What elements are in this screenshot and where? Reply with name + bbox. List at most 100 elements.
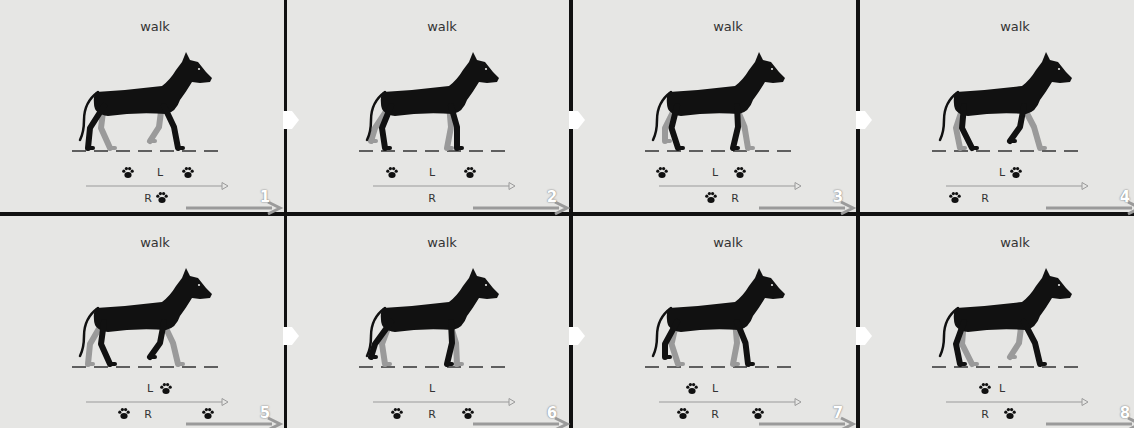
paw-toe: [464, 170, 467, 173]
paw-icon: [202, 408, 214, 419]
right-label: R: [981, 409, 989, 420]
right-label: R: [428, 409, 436, 420]
right-label: R: [981, 193, 989, 204]
paw-toe: [708, 192, 711, 195]
left-label: L: [429, 167, 435, 178]
dog-body: [94, 52, 212, 116]
progress-line: [759, 207, 845, 210]
paw-toe: [988, 386, 991, 389]
dog-foot: [178, 146, 183, 150]
sequence-pointer: [569, 111, 585, 129]
timeline-head: [1082, 399, 1088, 406]
dog-leg: [665, 322, 677, 357]
progress-line: [186, 207, 272, 210]
paw-icon: [1010, 167, 1022, 178]
gait-title: walk: [140, 20, 170, 33]
panel-background: [860, 216, 1134, 428]
paw-toe: [166, 383, 169, 386]
paw-toe: [737, 167, 740, 170]
sequence-pointer: [856, 111, 872, 129]
paw-toe: [122, 170, 125, 173]
paw-icon: [979, 383, 991, 394]
dog-foot: [371, 355, 376, 359]
dog-foot: [150, 355, 155, 359]
panel-art: [72, 268, 280, 428]
gait-title: walk: [1000, 236, 1030, 249]
gait-title: walk: [427, 20, 457, 33]
dog-leg: [101, 322, 110, 364]
paw-toe: [211, 411, 214, 414]
step-number: 4: [1120, 190, 1130, 205]
dog-foot: [733, 362, 738, 366]
paw-toe: [208, 408, 211, 411]
dog-leg: [451, 106, 457, 148]
paw-pad: [466, 172, 473, 178]
left-label: L: [147, 383, 153, 394]
dog-foot: [748, 362, 753, 366]
paw-icon: [686, 383, 698, 394]
progress-line: [759, 423, 845, 426]
paw-toe: [118, 411, 121, 414]
dog-leg: [956, 322, 964, 364]
paw-toe: [160, 386, 163, 389]
dog-body: [667, 52, 785, 116]
paw-icon: [156, 192, 168, 203]
dog-leg: [1010, 106, 1024, 141]
ground-line: [645, 150, 799, 152]
progress-line: [1046, 207, 1132, 210]
paw-toe: [982, 383, 985, 386]
paw-pad: [707, 197, 714, 203]
sequence-pointer: [283, 111, 299, 129]
paw-toe: [686, 411, 689, 414]
paw-icon: [734, 167, 746, 178]
paw-toe: [711, 192, 714, 195]
dog-leg: [672, 106, 679, 148]
dog-eye: [485, 68, 487, 70]
timeline-line: [373, 402, 509, 403]
paw-pad: [184, 172, 191, 178]
dog-eye: [485, 284, 487, 286]
paw-toe: [127, 411, 130, 414]
dog-foot: [665, 355, 670, 359]
paw-toe: [131, 170, 134, 173]
paw-toe: [162, 192, 165, 195]
timeline-head: [509, 183, 515, 190]
paw-toe: [128, 167, 131, 170]
paw-pad: [204, 413, 211, 419]
progress-line: [186, 423, 272, 426]
timeline-head: [795, 183, 801, 190]
dog-foot: [110, 146, 115, 150]
timeline-head: [795, 399, 801, 406]
timeline-head: [1082, 183, 1088, 190]
panel-background: [287, 216, 569, 428]
dog-foot: [665, 139, 670, 143]
dog-leg: [962, 106, 972, 148]
dog-body: [94, 268, 212, 332]
sequence-pointer: [569, 327, 585, 345]
dog-body: [381, 52, 499, 116]
paw-pad: [981, 388, 988, 394]
paw-pad: [688, 388, 695, 394]
timeline-line: [946, 186, 1082, 187]
left-label: L: [429, 383, 435, 394]
paw-toe: [462, 411, 465, 414]
paw-toe: [163, 383, 166, 386]
step-number: 1: [260, 190, 270, 205]
ground-line: [645, 366, 799, 368]
dog-leg: [88, 106, 104, 148]
paw-pad: [736, 172, 743, 178]
dog-body: [954, 52, 1072, 116]
right-label: R: [144, 193, 152, 204]
paw-toe: [705, 195, 708, 198]
paw-icon: [386, 167, 398, 178]
dog-leg: [737, 322, 748, 364]
paw-icon: [122, 167, 134, 178]
paw-icon: [182, 167, 194, 178]
paw-toe: [156, 195, 159, 198]
paw-toe: [191, 170, 194, 173]
paw-toe: [165, 195, 168, 198]
paw-toe: [394, 408, 397, 411]
paw-toe: [743, 170, 746, 173]
paw-pad: [951, 197, 958, 203]
